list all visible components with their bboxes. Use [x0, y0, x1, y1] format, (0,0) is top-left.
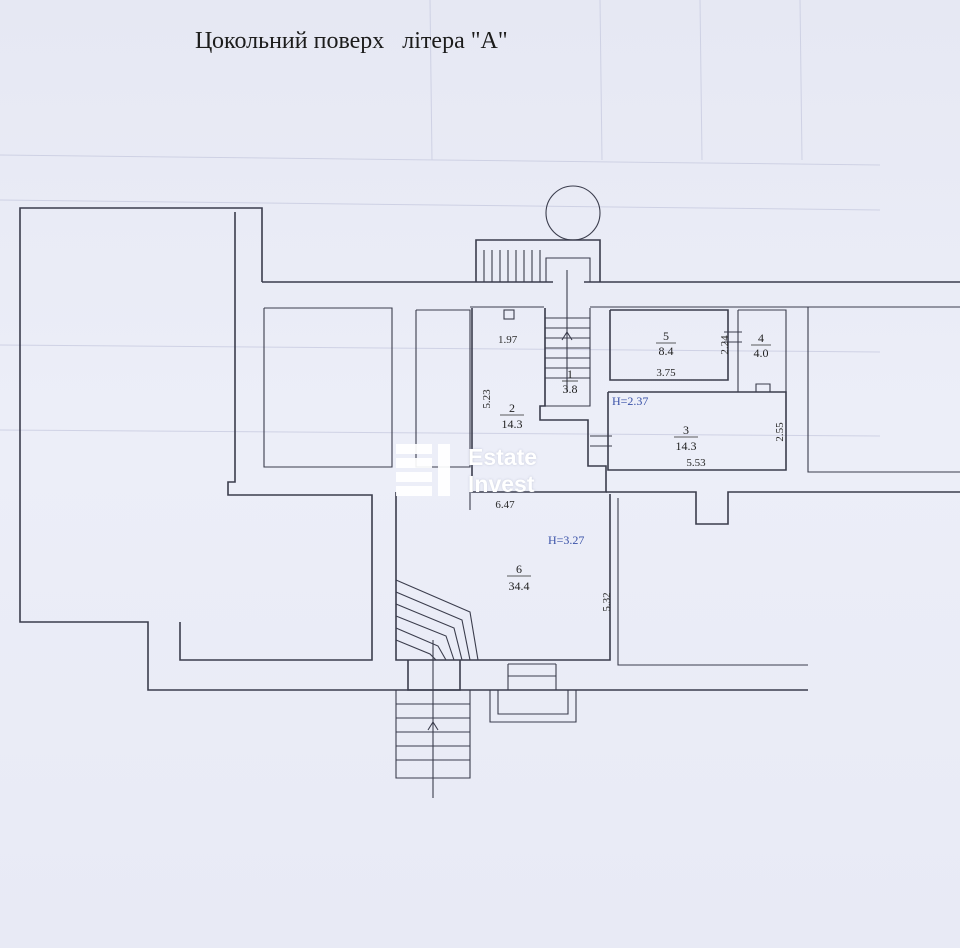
room-6-right-block — [617, 498, 808, 666]
room-1-area: 3.8 — [563, 382, 578, 396]
room-2-label: 2 14.3 — [500, 401, 524, 431]
room-6-area: 34.4 — [509, 579, 530, 593]
height-label-lower: H=3.27 — [548, 533, 584, 547]
room-2-number: 2 — [509, 401, 515, 415]
dimension-2-55: 2.55 — [774, 422, 786, 442]
bottom-right-step-block — [489, 690, 577, 723]
room-1-label: 1 3.8 — [562, 367, 578, 396]
dimension-2-24: 2.24 — [719, 335, 731, 355]
room-6-ramp — [395, 579, 479, 661]
height-label-upper: H=2.37 — [612, 394, 648, 408]
top-entrance-walls — [475, 239, 601, 282]
right-corridor-wall — [606, 491, 960, 525]
room-5-walls — [609, 309, 729, 381]
top-entrance-inner — [545, 257, 591, 282]
bottom-right-step-lines — [507, 663, 557, 690]
left-courtyard — [263, 307, 393, 468]
inner-wall-left — [179, 212, 373, 661]
top-entrance-steps — [483, 250, 541, 282]
room-6-number: 6 — [516, 562, 522, 576]
room-3-walls — [607, 391, 787, 471]
room-1-stair-steps — [545, 270, 590, 392]
room-4-area: 4.0 — [754, 346, 769, 360]
room-3-area: 14.3 — [676, 439, 697, 453]
dimension-5-53: 5.53 — [686, 457, 706, 469]
left-column-block — [415, 309, 471, 468]
dimension-6-47: 6.47 — [495, 499, 515, 511]
room-5-area: 8.4 — [659, 344, 674, 358]
door-marks — [590, 331, 742, 447]
room-6-walls — [395, 492, 611, 661]
room-3-label: 3 14.3 — [674, 423, 698, 453]
room-6-label: 6 34.4 — [507, 562, 531, 593]
right-column-block — [807, 306, 960, 473]
logo-line-estate: Estate — [468, 444, 538, 470]
dimension-5-32: 5.32 — [601, 592, 613, 611]
logo-line-invest: Invest — [468, 471, 535, 497]
dimension-5-23: 5.23 — [481, 389, 493, 409]
estate-invest-watermark: Estate Invest — [396, 444, 566, 500]
room-5-number: 5 — [663, 329, 669, 343]
room-2-walls — [471, 308, 607, 493]
small-shaft — [503, 309, 515, 320]
dimension-3-75: 3.75 — [656, 367, 676, 379]
room-3-number: 3 — [683, 423, 689, 437]
room-2-area: 14.3 — [502, 417, 523, 431]
outer-wall-left — [19, 207, 808, 691]
bottom-right-step-inner — [497, 690, 569, 715]
logo-wordmark: Estate Invest — [468, 444, 537, 498]
room-4-label: 4 4.0 — [751, 331, 771, 360]
estate-invest-logo-icon — [396, 444, 450, 496]
room-4-number: 4 — [758, 331, 764, 345]
bottom-entrance-walls — [407, 660, 461, 691]
bottom-stair-steps — [396, 640, 470, 798]
dimension-1-97: 1.97 — [498, 334, 518, 346]
room-1-walls — [544, 308, 591, 407]
room-5-label: 5 8.4 — [656, 329, 676, 358]
circular-bay — [545, 185, 601, 241]
plan-title: Цокольний поверх літера "А" — [195, 28, 508, 54]
room-1-number: 1 — [567, 367, 573, 381]
